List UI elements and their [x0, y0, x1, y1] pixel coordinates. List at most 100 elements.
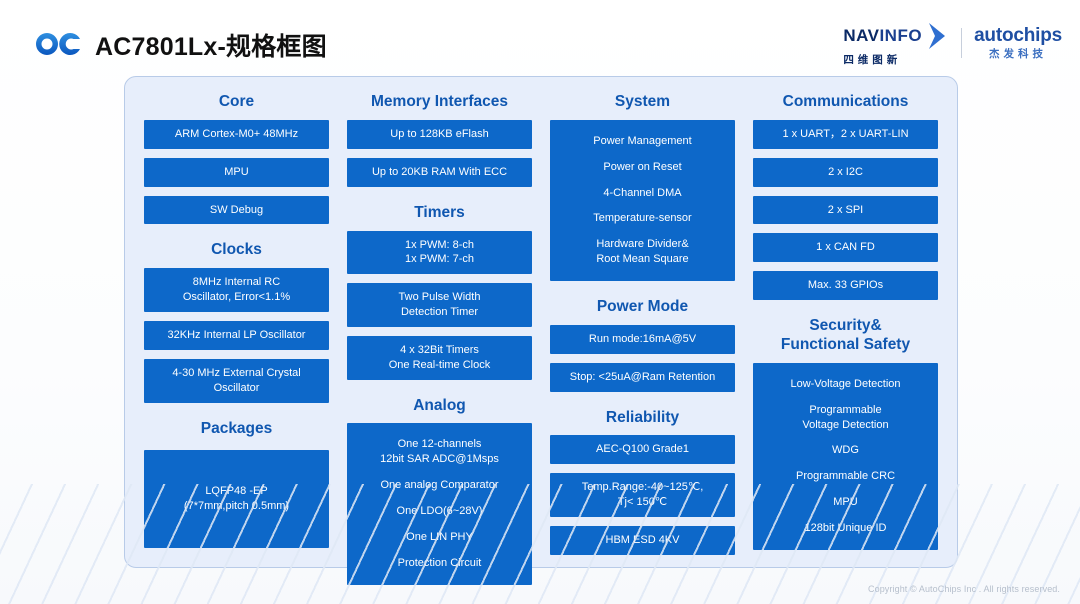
navinfo-info-text: INFO	[879, 26, 923, 46]
feature-box-line: SW Debug	[209, 203, 264, 216]
section-title-line: Memory Interfaces	[371, 93, 508, 110]
feature-box: Temp.Range:-40~125℃, Tj< 150℃	[550, 473, 735, 517]
slide-header: AC7801Lx-规格框图 NAVINFO 四维图新 autochips 杰发科…	[0, 0, 1080, 72]
autochips-logo: autochips 杰发科技	[974, 26, 1062, 60]
autochips-en-text: autochips	[974, 25, 1062, 47]
feature-box: 1x PWM: 8-ch 1x PWM: 7-ch	[347, 230, 532, 275]
feature-box: HBM ESD 4KV	[550, 526, 735, 555]
feature-box-line: One LDO(6~28V)	[396, 505, 483, 517]
feature-box-line: 32KHz Internal LP Oscillator	[167, 329, 306, 342]
navinfo-cn-text: 四维图新	[843, 53, 902, 66]
feature-box: Run mode:16mA@5V	[550, 324, 735, 354]
feature-box-line: ARM Cortex-M0+ 48MHz	[174, 127, 299, 140]
feature-box: 1 x CAN FD	[753, 233, 938, 263]
feature-box-line: 8MHz Internal RC	[192, 276, 281, 289]
feature-box-line: One Real-time Clock	[388, 358, 491, 371]
section-title: Clocks	[144, 241, 329, 260]
col-memory: Memory Interfaces Up to 128KB eFlash Up to…	[338, 85, 541, 585]
feature-box-line: Low-Voltage Detection	[790, 377, 901, 390]
section-title: Power Mode	[550, 298, 735, 317]
feature-box-line: One analog Comparator	[380, 479, 499, 492]
feature-box-line: One 12-channels	[397, 438, 482, 451]
autochips-cn-text: 杰发科技	[989, 48, 1048, 61]
feature-box: LQFP48 -EP (7*7mm,pitch 0.5mm)	[144, 450, 329, 548]
section-title-line: Core	[218, 93, 255, 110]
feature-box-line: Temperature-sensor	[593, 212, 692, 225]
feature-box-line: Programmable CRC	[795, 470, 896, 483]
feature-box-line: WDG	[832, 444, 859, 457]
feature-box-line: AEC-Q100 Grade1	[596, 443, 689, 456]
feature-box-line: Max. 33 GPIOs	[807, 279, 884, 292]
navinfo-logo: NAVINFO 四维图新	[843, 21, 949, 66]
feature-box-line: 1 x CAN FD	[816, 241, 875, 254]
oc-logo-icon	[36, 33, 80, 55]
brand-divider	[961, 28, 963, 58]
feature-box: 8MHz Internal RC Oscillator, Error<1.1%	[144, 268, 329, 313]
feature-box-line: One LIN PHY	[406, 530, 473, 543]
section-title: Analog	[347, 397, 532, 416]
section-title: System	[550, 93, 735, 112]
feature-box-line: 2 x I2C	[828, 165, 863, 178]
feature-box: 2 x SPI	[753, 195, 938, 225]
feature-box: 2 x I2C	[753, 157, 938, 187]
feature-box-line: 2 x SPI	[827, 203, 864, 216]
feature-box-line: 4-30 MHz External Crystal	[172, 366, 301, 379]
feature-box-line: 128bit Unique ID	[804, 522, 887, 534]
feature-box-line: 1x PWM: 8-ch	[404, 238, 475, 251]
chevron-right-icon	[929, 22, 946, 49]
feature-box-line: Voltage Detection	[802, 418, 889, 431]
feature-box: AEC-Q100 Grade1	[550, 435, 735, 465]
feature-box: Up to 20KB RAM With ECC	[347, 157, 532, 187]
feature-box-line: Root Mean Square	[596, 253, 689, 266]
feature-box-line: 12bit SAR ADC@1Msps	[380, 453, 499, 466]
section-title-line: Analog	[413, 396, 466, 414]
section-title-line: Security&	[809, 317, 882, 335]
feature-box-line: Power on Reset	[603, 160, 682, 173]
feature-box-line: MPU	[224, 165, 249, 178]
feature-box-line: Tj< 150℃	[617, 496, 668, 509]
feature-box-line: 1 x UART，2 x UART-LIN	[782, 127, 909, 140]
section-title-line: Communications	[782, 93, 909, 110]
section-title-line: Packages	[200, 419, 273, 437]
col-communications: Communications 1 x UART，2 x UART-LIN 2 x I…	[744, 85, 947, 557]
feature-box-line: Detection Timer	[400, 306, 479, 319]
feature-box-line: Run mode:16mA@5V	[588, 332, 697, 345]
brand-bar: NAVINFO 四维图新 autochips 杰发科技	[843, 21, 1062, 66]
feature-box-line: Up to 20KB RAM With ECC	[371, 165, 508, 178]
feature-box-line: Oscillator, Error<1.1%	[182, 291, 291, 304]
feature-box: ARM Cortex-M0+ 48MHz	[144, 119, 329, 149]
section-title: Timers	[347, 204, 532, 223]
feature-box-line: Temp.Range:-40~125℃,	[581, 481, 704, 494]
feature-box: Up to 128KB eFlash	[347, 119, 532, 149]
feature-box-line: Two Pulse Width	[398, 291, 481, 304]
feature-box-line: Up to 128KB eFlash	[390, 127, 489, 140]
section-title-line: Functional Safety	[780, 336, 911, 354]
feature-box: Stop: <25uA@Ram Retention	[550, 362, 735, 392]
section-title-line: Clocks	[211, 241, 262, 259]
feature-box-line: LQFP48 -EP	[205, 485, 268, 498]
feature-box-line: 1x PWM: 7-ch	[404, 253, 475, 266]
feature-box-line: HBM ESD 4KV	[605, 534, 680, 546]
feature-box-line: Programmable	[809, 403, 882, 416]
footer-copyright: Copyright © AutoChips Inc . All rights r…	[867, 584, 1060, 594]
feature-box: 32KHz Internal LP Oscillator	[144, 321, 329, 350]
section-title-line: System	[614, 93, 671, 110]
feature-box-line: Protection Circuit	[397, 556, 482, 569]
navinfo-nav-text: NAV	[843, 26, 880, 46]
section-title-line: Power Mode	[596, 297, 689, 315]
feature-box-line: 4 x 32Bit Timers	[400, 343, 479, 356]
section-title: Core	[144, 93, 329, 112]
feature-box: MPU	[144, 157, 329, 187]
feature-box-line: Hardware Divider&	[596, 238, 689, 251]
section-title-line: Reliability	[605, 408, 680, 426]
feature-box-line: Oscillator	[213, 381, 260, 394]
feature-box-line: (7*7mm,pitch 0.5mm)	[183, 500, 290, 513]
